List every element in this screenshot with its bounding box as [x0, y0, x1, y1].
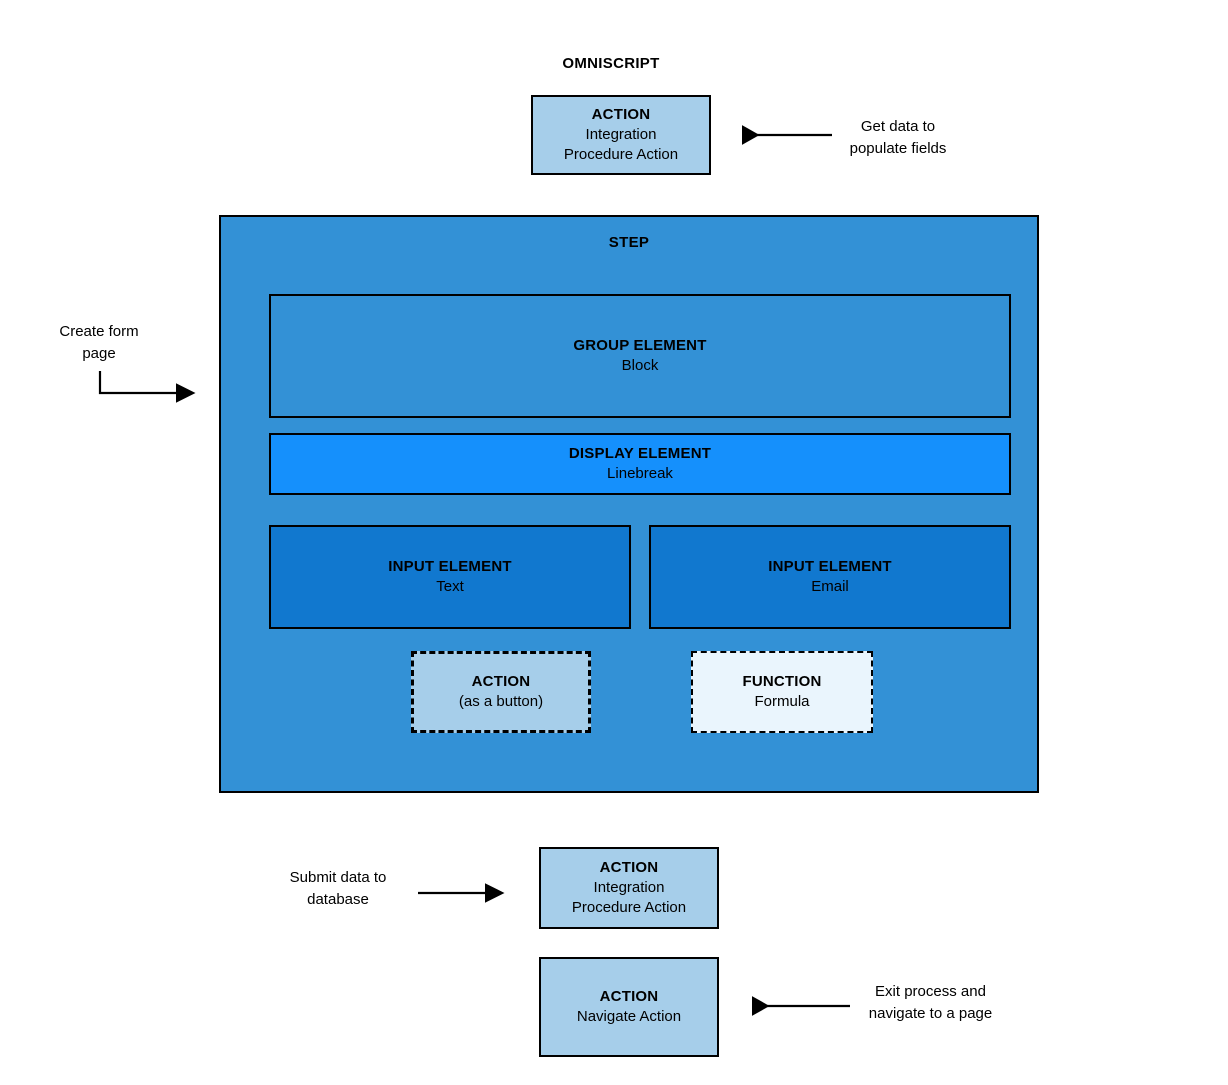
annotation-submit-data: Submit data to database	[289, 869, 387, 908]
node-navigate-action[interactable]: ACTION Navigate Action	[539, 957, 719, 1057]
step-container[interactable]: STEP GROUP ELEMENT Block DISPLAY ELEMENT…	[219, 215, 1039, 793]
annotation-create-form-page: Create form page	[59, 323, 139, 362]
node-subtitle: (as a button)	[458, 693, 544, 710]
node-title: GROUP ELEMENT	[573, 336, 707, 354]
node-subtitle: Email	[811, 578, 849, 595]
node-subtitle: Integration Procedure Action	[563, 125, 679, 164]
node-title: ACTION	[471, 672, 531, 690]
node-group-element[interactable]: GROUP ELEMENT Block	[269, 294, 1011, 418]
node-title: FUNCTION	[742, 672, 822, 690]
annotation-get-data: Get data to populate fields	[849, 118, 947, 157]
node-title: ACTION	[591, 105, 651, 123]
node-title: INPUT ELEMENT	[768, 557, 892, 575]
node-title: ACTION	[599, 858, 659, 876]
node-subtitle: Formula	[754, 693, 810, 710]
node-subtitle: Text	[436, 578, 464, 595]
step-label: STEP	[608, 234, 650, 251]
node-subtitle: Navigate Action	[576, 1008, 682, 1025]
node-top-action[interactable]: ACTION Integration Procedure Action	[531, 95, 711, 175]
arrow-create-form-page	[98, 371, 196, 403]
node-subtitle: Linebreak	[607, 465, 673, 482]
annotation-exit-process: Exit process and navigate to a page	[868, 983, 993, 1022]
node-title: INPUT ELEMENT	[388, 557, 512, 575]
node-subtitle: Integration Procedure Action	[571, 878, 687, 917]
node-display-element[interactable]: DISPLAY ELEMENT Linebreak	[269, 433, 1011, 495]
node-submit-action[interactable]: ACTION Integration Procedure Action	[539, 847, 719, 929]
node-subtitle: Block	[621, 357, 659, 374]
node-title: DISPLAY ELEMENT	[568, 444, 712, 462]
node-function-formula[interactable]: FUNCTION Formula	[691, 651, 873, 733]
diagram-heading: OMNISCRIPT	[562, 55, 660, 72]
node-input-element-email[interactable]: INPUT ELEMENT Email	[649, 525, 1011, 629]
node-action-button[interactable]: ACTION (as a button)	[411, 651, 591, 733]
node-title: ACTION	[599, 987, 659, 1005]
node-input-element-text[interactable]: INPUT ELEMENT Text	[269, 525, 631, 629]
